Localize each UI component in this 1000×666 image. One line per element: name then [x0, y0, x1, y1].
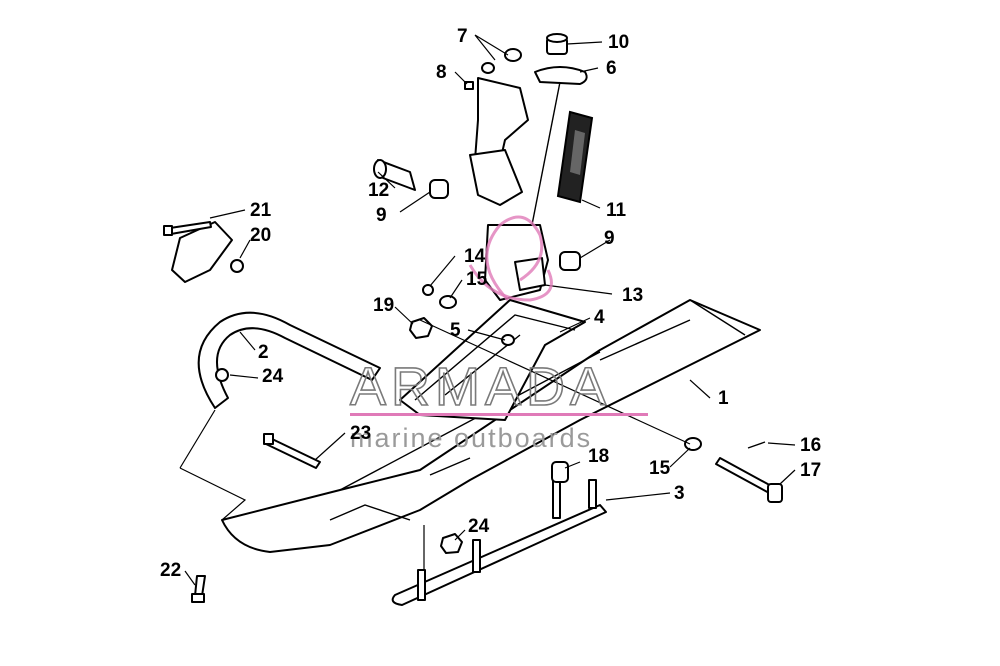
leader-lines [179, 34, 796, 586]
nut-part-24-upper [215, 368, 229, 382]
watermark-subtitle: marine outboards [350, 423, 592, 453]
ski-body-part [221, 299, 761, 553]
callout-6: 6 [606, 58, 617, 79]
wear-bar-part [391, 477, 607, 606]
sleeve-part-12 [373, 159, 416, 191]
stud [588, 479, 597, 509]
bolt-part-22 [191, 575, 206, 603]
callout-9-left: 9 [376, 205, 387, 226]
stud [417, 569, 426, 601]
washer-part-15-upper [439, 295, 457, 309]
callout-19: 19 [373, 295, 394, 316]
callout-4: 4 [594, 307, 605, 328]
callout-2: 2 [258, 342, 269, 363]
callout-1: 1 [718, 388, 729, 409]
pin-part-16 [747, 441, 766, 449]
decal-part-11 [556, 110, 594, 204]
washer-part-5 [501, 334, 515, 346]
callout-12: 12 [368, 180, 389, 201]
callout-21: 21 [250, 200, 272, 221]
callout-13: 13 [622, 285, 643, 306]
callout-9-right: 9 [604, 228, 615, 249]
watermark: ARMADA marine outboards [349, 215, 648, 453]
callout-11: 11 [606, 200, 627, 221]
callout-8: 8 [436, 62, 447, 83]
watermark-divider [350, 413, 648, 416]
bushing-part-18 [551, 461, 569, 483]
callout-18: 18 [588, 446, 609, 467]
callout-15-lower: 15 [649, 458, 671, 479]
callout-24-lower: 24 [468, 516, 490, 537]
ski-handle-part [197, 311, 381, 409]
callout-labels: 1 2 3 4 5 6 7 8 9 9 10 11 12 13 14 15 15… [160, 26, 821, 581]
stud [552, 477, 561, 519]
callout-20: 20 [250, 225, 271, 246]
callout-23: 23 [350, 423, 371, 444]
bracket-part-20 [171, 221, 244, 283]
spindle-part [469, 66, 588, 236]
bolt-part-17 [715, 457, 783, 503]
bushing-part-9-left [429, 179, 449, 199]
cap-part-10 [546, 33, 568, 55]
callout-7: 7 [457, 26, 468, 47]
callout-14: 14 [464, 246, 486, 267]
callout-22: 22 [160, 560, 181, 581]
bolt-part-21 [163, 221, 212, 236]
callout-16: 16 [800, 435, 821, 456]
nut-part-14 [422, 284, 434, 296]
callout-10: 10 [608, 32, 629, 53]
watermark-title: ARMADA [350, 357, 611, 417]
stud [472, 539, 481, 573]
callout-17: 17 [800, 460, 821, 481]
callout-24-upper: 24 [262, 366, 284, 387]
washer-part-15-lower [684, 437, 702, 451]
callout-5: 5 [450, 320, 461, 341]
washer-part-7 [481, 48, 522, 74]
callout-3: 3 [674, 483, 685, 504]
bolt-part-23 [263, 433, 321, 469]
bushing-part-9-right [559, 251, 581, 271]
bolt-part-8 [464, 81, 474, 90]
callout-15-upper: 15 [466, 269, 488, 290]
